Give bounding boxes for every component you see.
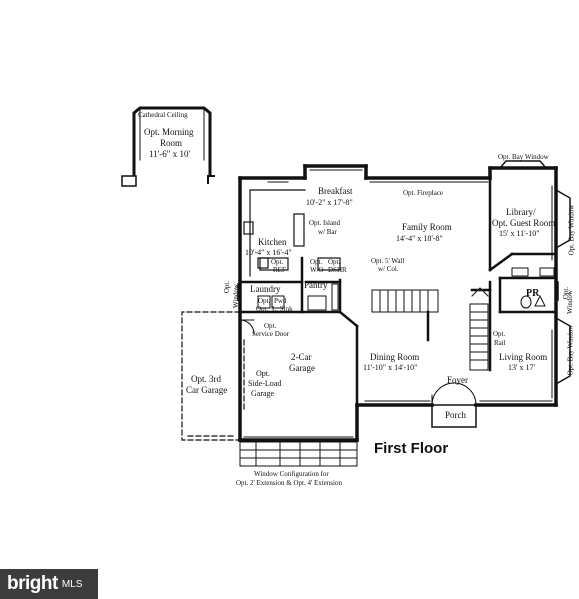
- opt-bay-window-right-top-label: Opt. Bay Window: [567, 204, 576, 256]
- laundry-opt-pwd-2: Pwd: [274, 297, 287, 305]
- window-marks: [267, 169, 553, 402]
- pantry-label: Pantry: [304, 280, 328, 290]
- garage-name-line1: 2-Car: [291, 352, 312, 362]
- kitchen-opt-wod-4: DSHR: [328, 266, 347, 274]
- kitchen-opt-ref-1: Opt.: [271, 258, 284, 266]
- breakfast-dims: 10'-2" x 17'-8": [306, 198, 353, 207]
- kitchen-opt-wod-3: W/O: [310, 266, 324, 274]
- powder-room-label: PR: [526, 288, 540, 299]
- watermark-brand: bright: [7, 573, 58, 594]
- window-config-line2: Opt. 2' Extension & Opt. 4' Extension: [236, 479, 342, 487]
- kitchen-fixtures: [243, 189, 341, 277]
- morning-room-ceiling-label: Cathedral Ceiling: [138, 111, 188, 119]
- kitchen-name: Kitchen: [258, 237, 287, 247]
- opt-3rd-garage-line2: Car Garage: [186, 385, 228, 395]
- opt-window-left-line2: Window: [231, 284, 240, 308]
- opt-island-label-line2: w/ Bar: [318, 228, 337, 236]
- garage-name-line2: Garage: [289, 363, 315, 373]
- living-room-name: Living Room: [499, 352, 548, 362]
- floor-title: First Floor: [374, 440, 449, 457]
- laundry-label: Laundry: [250, 284, 281, 294]
- kitchen-dims: 10'-4" x 16'-4": [245, 248, 292, 257]
- side-windows: [237, 281, 559, 301]
- opt-window-right-line2: Window: [565, 290, 574, 314]
- dining-room-name: Dining Room: [370, 352, 420, 362]
- opt-fireplace-label: Opt. Fireplace: [403, 189, 444, 197]
- kitchen-opt-ref-2: REF: [273, 266, 286, 274]
- opt-island-label-line1: Opt. Island: [309, 219, 341, 227]
- interior-walls: [238, 176, 558, 407]
- window-config-line1: Window Configuration for: [254, 470, 329, 478]
- laundry-opt-pwd-1: Opt.: [258, 297, 271, 305]
- library-name-line1: Library/: [506, 207, 536, 217]
- watermark-suffix: MLS: [61, 578, 83, 590]
- morning-room-name-line1: Opt. Morning: [144, 127, 194, 137]
- opt-bay-window-top-label: Opt. Bay Window: [498, 153, 549, 161]
- bay-windows: [498, 160, 571, 386]
- morning-room-outline: [121, 106, 215, 187]
- dining-room-dims: 11'-10" x 14'-10": [363, 363, 418, 372]
- kitchen-opt-wod-2: Opt.: [328, 258, 341, 266]
- bright-mls-watermark: bright MLS: [0, 569, 98, 599]
- breakfast-name: Breakfast: [318, 186, 353, 196]
- opt-rail-line1: Opt.: [493, 330, 506, 338]
- library-dims: 15' x 11'-10": [499, 229, 540, 238]
- porch-outline: [431, 404, 477, 428]
- laundry-opt-sink-1: Opt.: [256, 305, 269, 313]
- morning-room-name-line2: Room: [160, 138, 183, 148]
- opt-bay-window-right-bottom-label: Opt. Bay Window: [566, 324, 575, 376]
- stairs: [371, 287, 489, 371]
- opt-3rd-garage-outline: [181, 311, 245, 441]
- living-room-dims: 13' x 17': [508, 363, 535, 372]
- opt-service-door-line1: Opt.: [264, 322, 277, 330]
- porch-label: Porch: [445, 410, 466, 420]
- opt-service-door-line2: Service Door: [252, 330, 290, 338]
- laundry-opt-sink-2: L. Sink: [272, 305, 293, 313]
- morning-room-dims: 11'-6" x 10': [149, 149, 191, 159]
- opt-wall-label-line1: Opt. 5' Wall: [371, 257, 405, 265]
- foyer-label: Foyer: [447, 375, 468, 385]
- family-room-name: Family Room: [402, 222, 452, 232]
- family-room-dims: 14'-4" x 18'-8": [396, 234, 443, 243]
- powder-room-fixtures: [511, 267, 555, 309]
- window-configuration-strip: [239, 436, 358, 467]
- opt-side-load-line1: Opt.: [256, 369, 270, 378]
- opt-rail-line2: Rail: [494, 339, 506, 347]
- opt-wall-label-line2: w/ Col.: [378, 265, 399, 273]
- opt-side-load-line3: Garage: [251, 389, 275, 398]
- doors: [239, 319, 477, 406]
- opt-side-load-line2: Side-Load: [248, 379, 282, 388]
- kitchen-opt-wod-1: Opt.: [310, 258, 323, 266]
- opt-window-left-line1: Opt.: [223, 280, 232, 294]
- opt-3rd-garage-line1: Opt. 3rd: [191, 374, 221, 384]
- laundry-fixtures: [257, 283, 339, 311]
- library-name-line2: Opt. Guest Room: [492, 218, 556, 228]
- house-exterior-walls: [238, 164, 558, 442]
